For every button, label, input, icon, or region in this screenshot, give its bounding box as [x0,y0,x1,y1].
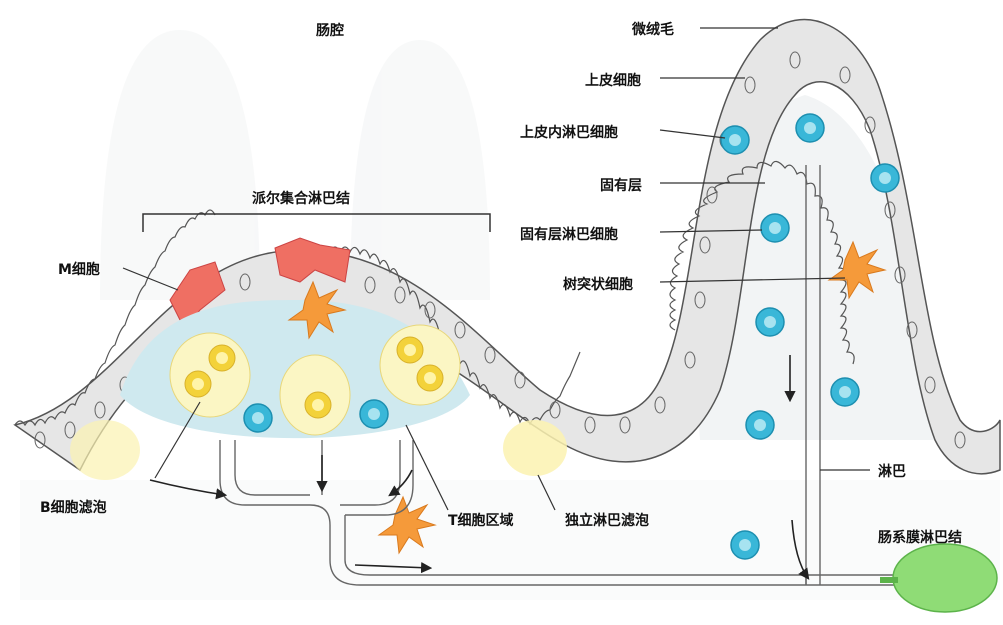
label-dendritic-cell: 树突状细胞 [563,274,633,294]
label-intraepithelial-lymphocyte: 上皮内淋巴细胞 [520,122,618,142]
label-microvilli: 微绒毛 [632,19,674,39]
label-lymph: 淋巴 [878,461,906,481]
label-peyers-patch: 派尔集合淋巴结 [252,188,350,208]
label-m-cell: M细胞 [58,259,100,279]
label-isolated-lymphoid-follicle: 独立淋巴滤泡 [565,510,649,530]
label-lumen: 肠腔 [316,20,344,40]
label-mesenteric-lymph-node: 肠系膜淋巴结 [878,527,962,547]
label-t-cell-zone: T细胞区域 [448,510,514,530]
mesenteric-lymph-node [893,544,997,612]
isolated-lymphoid-follicle [503,420,567,476]
label-epithelial-cell: 上皮细胞 [585,70,641,90]
label-lamina-propria: 固有层 [600,175,642,195]
label-b-cell-follicle: B细胞滤泡 [40,497,107,517]
label-lamina-propria-lymphocyte: 固有层淋巴细胞 [520,224,618,244]
